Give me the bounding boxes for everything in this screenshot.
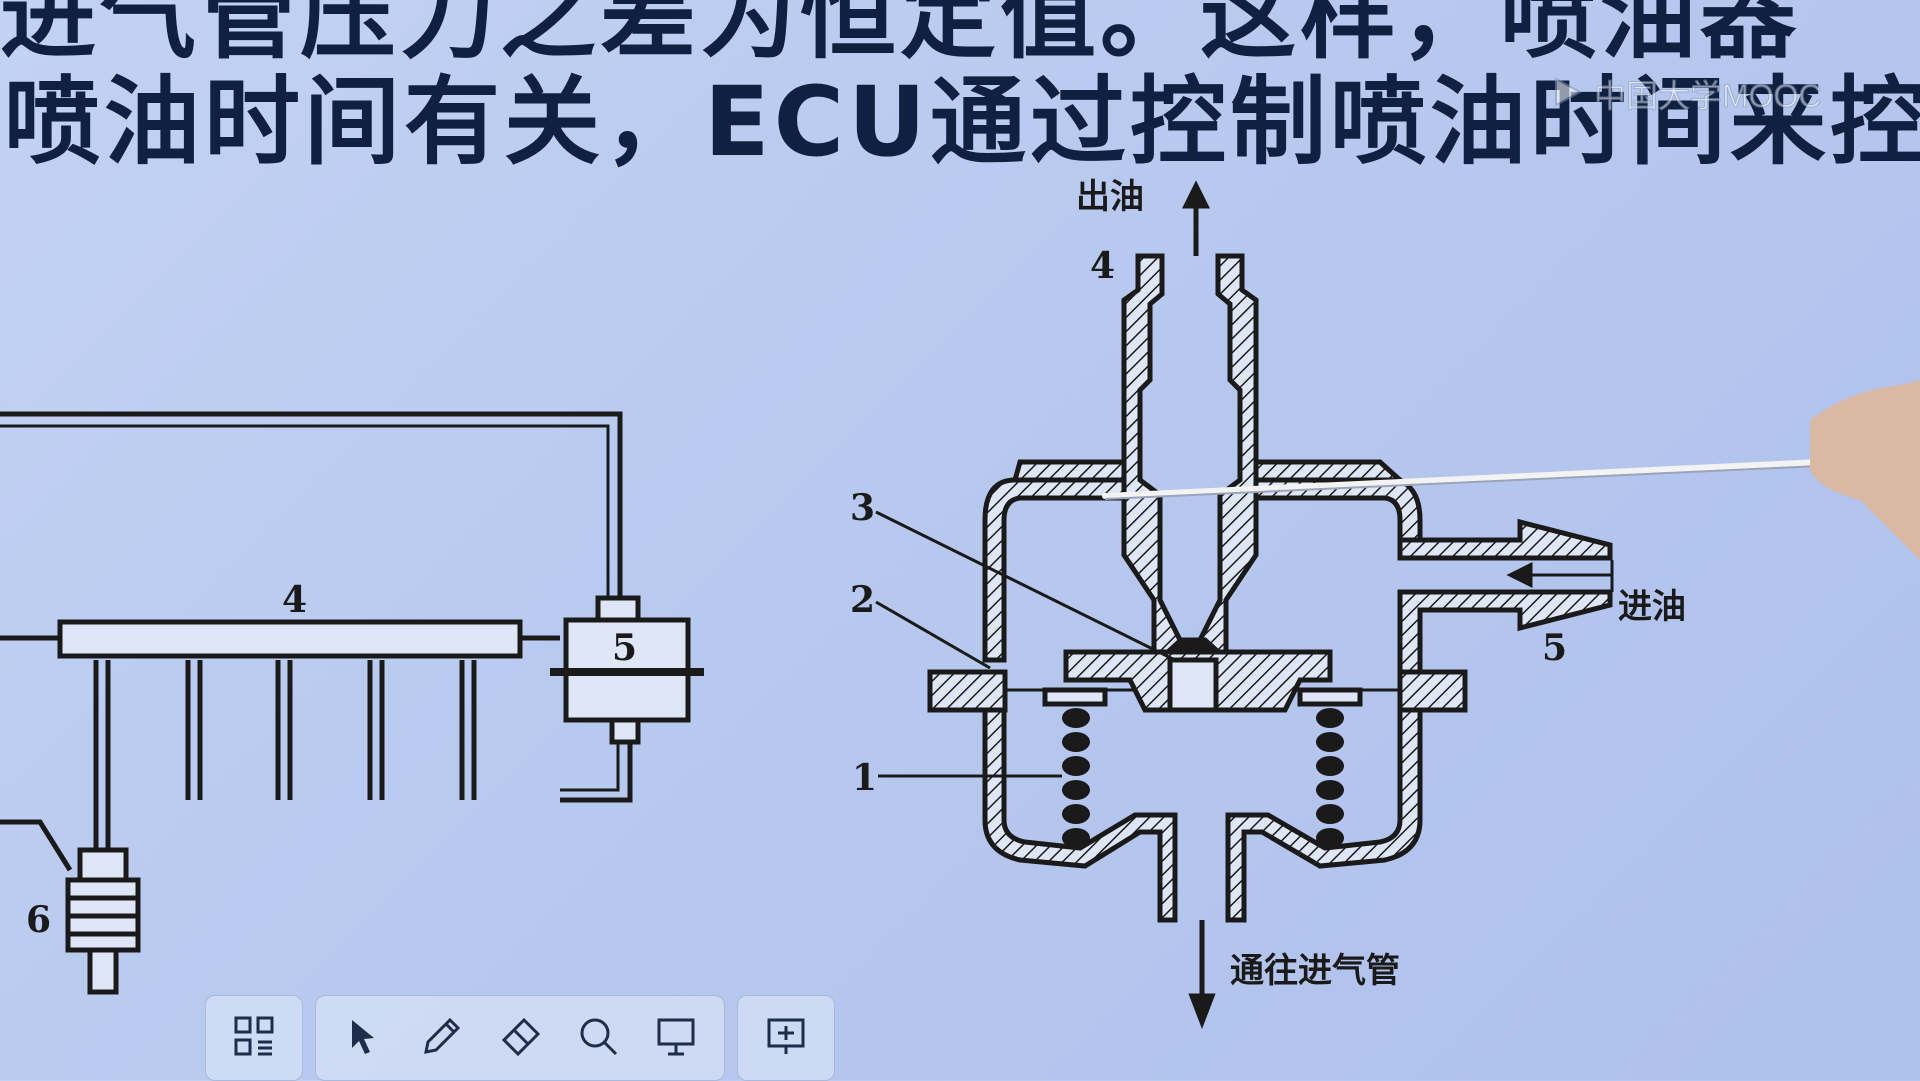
zoom-button[interactable]	[570, 1010, 626, 1066]
fuel-rail-diagram	[0, 411, 704, 995]
injector-label: 6	[26, 899, 51, 941]
presentation-button[interactable]	[758, 1010, 814, 1066]
label-2: 2	[850, 579, 875, 621]
outlet-number-label: 4	[1090, 245, 1115, 287]
inlet-number-label: 5	[1542, 627, 1567, 669]
presentation-toolbar	[205, 995, 835, 1081]
mooc-watermark: 中国大学MOOC	[1550, 72, 1850, 116]
magnifier-icon	[576, 1014, 620, 1062]
grid-icon	[232, 1014, 276, 1062]
slide-text-line-1: 进气管压力之差为恒定值。这样，喷油器	[0, 0, 1800, 72]
cursor-icon	[342, 1014, 386, 1062]
inlet-arrow-label: 进油	[1618, 587, 1686, 627]
whiteboard-button[interactable]	[648, 1010, 704, 1066]
eraser-button[interactable]	[492, 1010, 548, 1066]
pressure-regulator-diagram	[875, 180, 1614, 1029]
presenter-hand	[1810, 380, 1920, 560]
pen-icon	[420, 1014, 464, 1062]
outlet-arrow-label: 出油	[1076, 177, 1144, 217]
grid-menu-button[interactable]	[226, 1010, 282, 1066]
eraser-icon	[498, 1014, 542, 1062]
toolbar-present-group	[737, 995, 835, 1081]
select-button[interactable]	[336, 1010, 392, 1066]
watermark-text: 中国大学MOOC	[1594, 78, 1823, 115]
toolbar-main-group	[205, 995, 303, 1081]
slide-text-line-2: 喷油时间有关，ECU通过控制喷油时间来控	[4, 66, 1920, 178]
regulator-label: 5	[612, 627, 637, 669]
label-3: 3	[850, 487, 875, 529]
label-1: 1	[852, 757, 877, 799]
toolbar-tools-group	[315, 995, 725, 1081]
presentation-icon	[764, 1014, 808, 1062]
pen-button[interactable]	[414, 1010, 470, 1066]
rail-label: 4	[282, 579, 307, 621]
play-logo-icon	[1550, 75, 1584, 113]
whiteboard-icon	[654, 1014, 698, 1062]
vacuum-port-label: 通往进气管	[1230, 951, 1400, 991]
